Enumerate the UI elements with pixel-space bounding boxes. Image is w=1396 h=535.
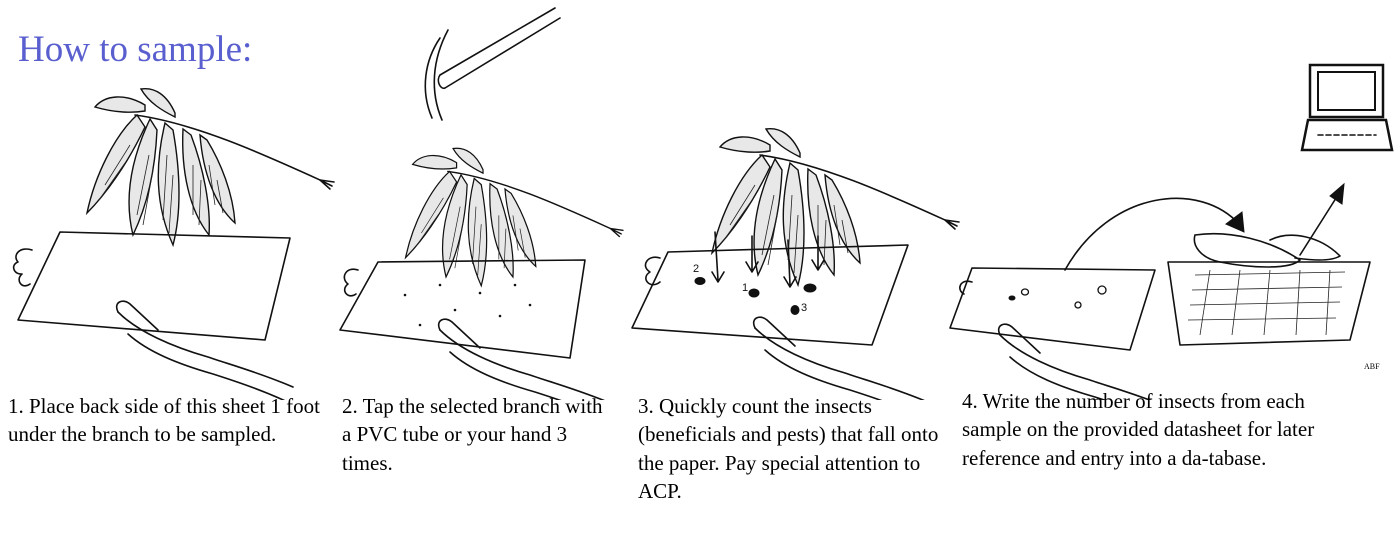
sampling-illustration: 2 1 3: [0, 0, 1396, 400]
hand-icon: [754, 317, 935, 400]
step-1-caption: 1. Place back side of this sheet 1 foot …: [8, 392, 333, 449]
step4-illustration: [950, 65, 1392, 400]
hand-icon: [439, 319, 620, 400]
sheet-label: 3: [801, 302, 807, 314]
sheet-label: 2: [693, 263, 699, 275]
artist-credit: ABF: [1364, 362, 1380, 371]
pvc-tube-icon: [425, 30, 448, 120]
step-3-caption: 3. Quickly count the insects (beneficial…: [638, 392, 943, 505]
step2-illustration: [340, 8, 623, 400]
insect-icon: [1009, 286, 1106, 308]
computer-icon: [1302, 65, 1392, 150]
sheet-icon: [950, 268, 1155, 350]
sheet-label: 1: [742, 282, 748, 294]
step-2-caption: 2. Tap the selected branch with a PVC tu…: [342, 392, 617, 477]
step3-illustration: 2 1 3: [632, 129, 959, 400]
step1-illustration: [14, 89, 334, 400]
sheet-icon: [632, 245, 908, 345]
step-4-caption: 4. Write the number of insects from each…: [962, 387, 1352, 472]
sheet-icon: [18, 232, 290, 340]
